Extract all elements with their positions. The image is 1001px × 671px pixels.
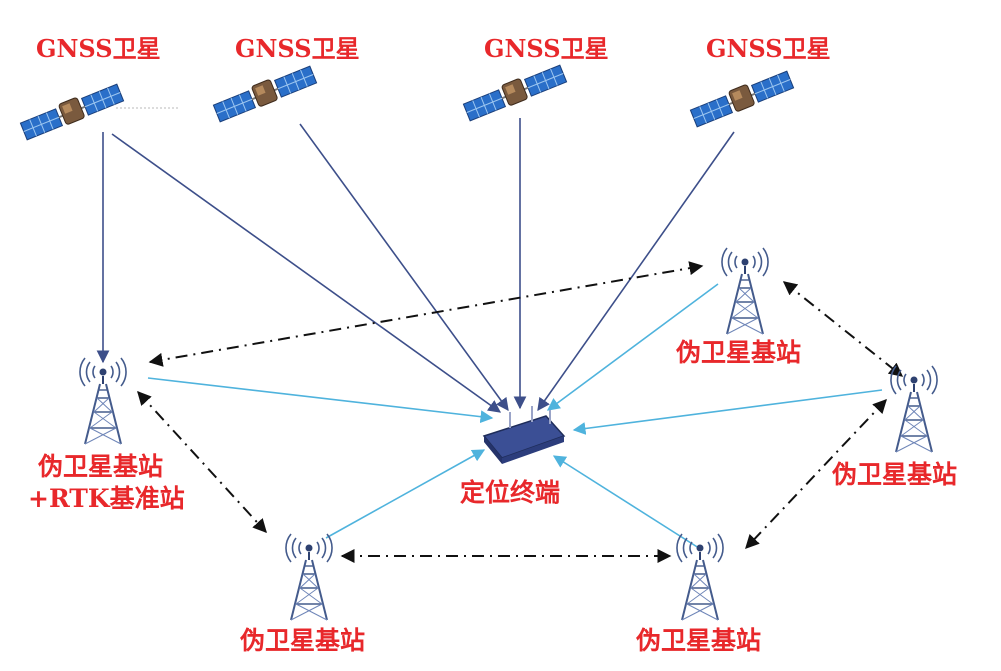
gnss-satellite-icon — [688, 67, 795, 129]
pseudolite-station-label: 伪卫星基站 — [38, 452, 164, 481]
gnss-signal-line — [537, 131, 735, 412]
rtk-reference-label: +RTK基准站 — [28, 484, 185, 513]
pseudolite-tower-icon — [284, 533, 334, 621]
pseudolite-station-label: 伪卫星基站 — [240, 626, 366, 655]
pseudolite-tower-icon — [720, 247, 770, 335]
gnss-satellite-label: GNSS卫星 — [235, 34, 360, 63]
gnss-satellite-icon — [461, 61, 568, 123]
pseudolite-signal-line — [325, 449, 486, 539]
pseudolite-signal-line — [572, 389, 883, 435]
pseudolite-station-label: 伪卫星基站 — [832, 460, 958, 489]
pseudolite-signal-line — [147, 377, 494, 424]
positioning-terminal-icon — [483, 405, 565, 465]
pseudolite-station-label: 伪卫星基站 — [636, 626, 762, 655]
sync-link-line — [745, 398, 887, 550]
positioning-terminal-label: 定位终端 — [460, 478, 561, 507]
sync-link-line — [148, 261, 704, 367]
pseudolite-tower-icon — [78, 357, 128, 445]
pseudolite-tower-icon — [675, 533, 725, 621]
sync-link-line — [137, 390, 267, 534]
gnss-satellite-label: GNSS卫星 — [484, 34, 609, 63]
gnss-satellite-icon — [18, 80, 125, 142]
pseudolite-signal-line — [552, 455, 703, 551]
gnss-signal-line — [111, 133, 502, 413]
sync-link-line — [782, 281, 904, 377]
pseudolite-tower-icon — [889, 365, 939, 453]
gnss-signal-line — [299, 123, 509, 412]
gnss-satellite-icon — [211, 62, 318, 124]
gnss-satellite-label: GNSS卫星 — [36, 34, 161, 63]
gnss-satellite-label: GNSS卫星 — [706, 34, 831, 63]
pseudolite-station-label: 伪卫星基站 — [676, 338, 802, 367]
